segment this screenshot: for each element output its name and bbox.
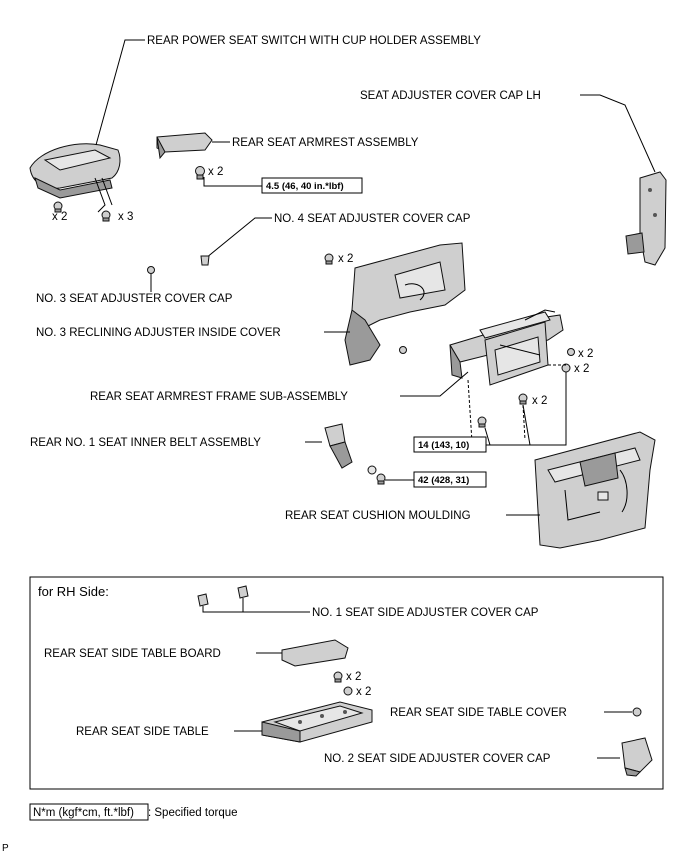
no3-cap-part: [147, 266, 155, 274]
switch-bolt-a: [53, 201, 63, 213]
armrest-bolt: [195, 166, 205, 180]
armrest-torque: 4.5 (46, 40 in.*lbf): [266, 181, 344, 192]
no2-seat-side-adjuster-cover-cap-part: [621, 737, 653, 777]
rear-seat-side-table-cover-label: REAR SEAT SIDE TABLE COVER: [390, 707, 567, 719]
rear-seat-cushion-moulding-part: [534, 431, 656, 549]
rear-no1-seat-inner-belt-part: [324, 423, 386, 485]
inside-cover-screw: [324, 253, 334, 265]
no4-seat-adjuster-cover-cap-label: NO. 4 SEAT ADJUSTER COVER CAP: [274, 213, 471, 225]
rh-side-title: for RH Side:: [38, 584, 109, 599]
seat-adjuster-cover-cap-lh-part: [625, 171, 667, 266]
inside-cover-count: x 2: [338, 253, 353, 265]
table-fasteners: [333, 671, 353, 696]
figure-code: P: [2, 843, 9, 854]
frame-torque: 14 (143, 10): [418, 440, 469, 451]
switch-count-a: x 2: [52, 211, 67, 223]
leader-frame: [400, 371, 469, 397]
seat-adjuster-cover-cap-lh-label: SEAT ADJUSTER COVER CAP LH: [360, 90, 541, 102]
armrest-torque-box: [261, 177, 363, 194]
belt-torque: 42 (428, 31): [418, 475, 469, 486]
leader-cap-lh: [580, 94, 656, 173]
legend-torque-box: [29, 803, 149, 821]
no3-seat-adjuster-cover-cap-label: NO. 3 SEAT ADJUSTER COVER CAP: [36, 293, 233, 305]
rear-seat-armrest-frame-label: REAR SEAT ARMREST FRAME SUB-ASSEMBLY: [90, 391, 348, 403]
leader-no4-cap: [205, 217, 272, 259]
legend-text: : Specified torque: [148, 807, 238, 819]
frame-count-c: x 2: [532, 395, 547, 407]
leader-switch: [95, 39, 145, 146]
rear-seat-armrest-part: [156, 132, 213, 160]
no2-seat-side-adjuster-cover-cap-label: NO. 2 SEAT SIDE ADJUSTER COVER CAP: [324, 753, 551, 765]
switch-count-b: x 3: [118, 211, 133, 223]
no1-seat-side-adjuster-cover-cap-label: NO. 1 SEAT SIDE ADJUSTER COVER CAP: [312, 607, 539, 619]
rear-seat-side-table-cover-part: [632, 707, 642, 717]
frame-count-b: x 2: [574, 363, 589, 375]
inside-cover-clip: [399, 346, 407, 354]
switch-bolt-b: [101, 210, 111, 222]
rh-side-box: [29, 576, 664, 790]
legend-box-text: N*m (kgf*cm, ft.*lbf): [33, 807, 134, 819]
no1-seat-side-adjuster-cover-cap-part: [197, 585, 249, 607]
rear-seat-armrest-label: REAR SEAT ARMREST ASSEMBLY: [232, 137, 419, 149]
no4-cap-part: [200, 255, 210, 266]
no3-reclining-inside-cover-part: [344, 242, 466, 366]
rear-seat-side-table-board-label: REAR SEAT SIDE TABLE BOARD: [44, 648, 221, 660]
frame-torque-box: [413, 436, 487, 453]
frame-count-a: x 2: [578, 348, 593, 360]
belt-torque-box: [413, 471, 487, 488]
rear-seat-side-table-part: [261, 701, 373, 743]
rear-power-seat-switch-label: REAR POWER SEAT SWITCH WITH CUP HOLDER A…: [147, 35, 481, 47]
armrest-count: x 2: [208, 166, 223, 178]
rear-no1-seat-inner-belt-label: REAR NO. 1 SEAT INNER BELT ASSEMBLY: [30, 437, 261, 449]
rear-seat-cushion-moulding-label: REAR SEAT CUSHION MOULDING: [285, 510, 471, 522]
rear-seat-side-table-board-part: [281, 639, 349, 667]
rear-power-seat-switch-part: [29, 143, 121, 213]
rear-seat-side-table-label: REAR SEAT SIDE TABLE: [76, 726, 209, 738]
rear-seat-armrest-frame-part: [449, 309, 564, 386]
table-count-a: x 2: [346, 671, 361, 683]
table-count-b: x 2: [356, 686, 371, 698]
no3-reclining-adjuster-inside-cover-label: NO. 3 RECLINING ADJUSTER INSIDE COVER: [36, 327, 281, 339]
